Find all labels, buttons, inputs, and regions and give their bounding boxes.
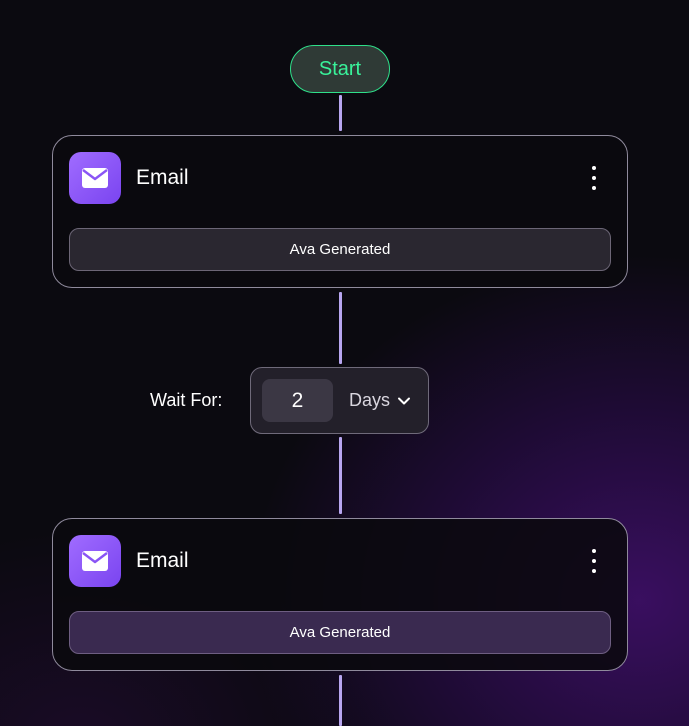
ava-generated-button[interactable]: Ava Generated: [69, 611, 611, 654]
more-options-icon[interactable]: [587, 166, 601, 190]
connector-line: [339, 675, 342, 726]
wait-unit-label: Days: [349, 390, 391, 410]
email-node[interactable]: Email Ava Generated: [52, 518, 628, 671]
ava-generated-button[interactable]: Ava Generated: [69, 228, 611, 271]
more-options-icon[interactable]: [587, 549, 601, 573]
connector-line: [339, 437, 342, 514]
wait-for-label: Wait For:: [150, 390, 223, 410]
email-node[interactable]: Email Ava Generated: [52, 135, 628, 288]
wait-unit-dropdown[interactable]: Days: [349, 379, 411, 422]
start-node[interactable]: Start: [290, 45, 390, 93]
node-title: Email: [136, 166, 189, 189]
node-title: Email: [136, 549, 189, 572]
chevron-down-icon: [397, 394, 411, 408]
mail-icon: [69, 152, 121, 204]
mail-icon: [69, 535, 121, 587]
wait-number-input[interactable]: 2: [262, 379, 333, 422]
connector-line: [339, 95, 342, 131]
wait-duration-control: 2 Days: [250, 367, 429, 434]
connector-line: [339, 292, 342, 364]
